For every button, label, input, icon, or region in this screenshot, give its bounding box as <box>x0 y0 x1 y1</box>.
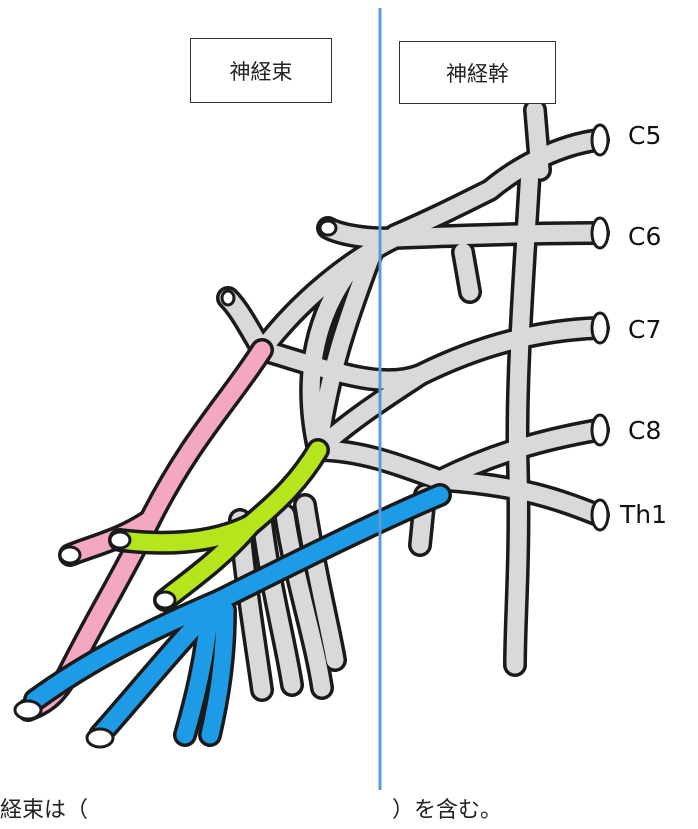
caption-left: 経束は（ <box>0 792 88 824</box>
fasciculus-label: 神経束 <box>230 56 293 86</box>
root-label-c6: C6 <box>628 224 661 249</box>
root-label-c7: C7 <box>628 317 661 342</box>
trunk-label-box: 神経幹 <box>399 41 556 104</box>
nerve-fill-layer <box>228 110 598 690</box>
root-label-c8: C8 <box>628 418 661 443</box>
trunk-label: 神経幹 <box>446 58 509 88</box>
caption-right: ）を含む。 <box>392 792 502 824</box>
root-label-th1: Th1 <box>620 502 667 527</box>
root-label-c5: C5 <box>628 123 661 148</box>
fasciculus-label-box: 神経束 <box>190 38 332 103</box>
